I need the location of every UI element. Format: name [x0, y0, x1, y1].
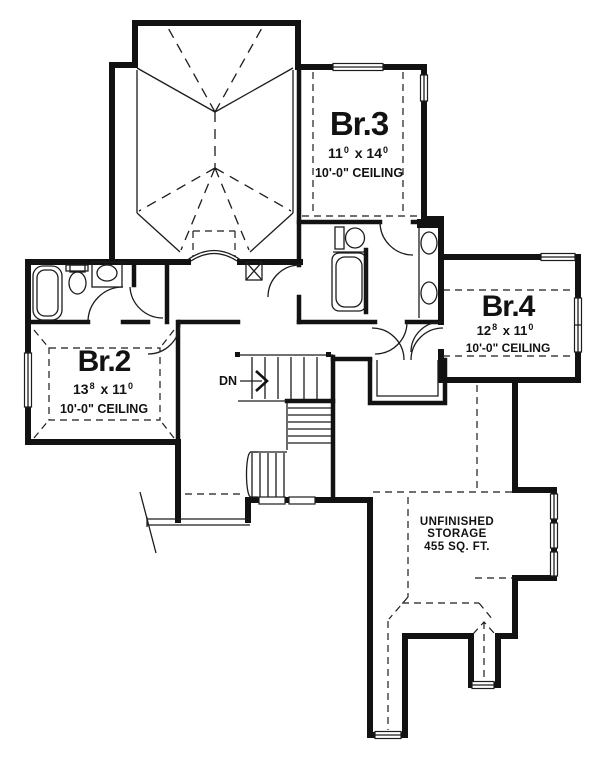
- vanity-sink: [420, 231, 438, 255]
- bedroom-2-dimensions: 138 x 110: [73, 381, 133, 397]
- window: [332, 62, 384, 72]
- stairs-down-label: DN: [218, 374, 238, 388]
- wall-segment: [245, 377, 557, 738]
- br4-tray-dashes: [443, 289, 576, 357]
- bathtub: [331, 252, 367, 312]
- bedroom-3-ceiling: 10'-0" CEILING: [314, 166, 404, 180]
- door-arc: [379, 221, 414, 256]
- door-arc: [410, 327, 444, 361]
- exterior-walls: [25, 20, 581, 738]
- vaulted-ceiling-lines: [136, 25, 294, 253]
- staircase: [139, 352, 333, 554]
- door-swings: [87, 221, 444, 361]
- toilet: [334, 226, 366, 250]
- window: [549, 493, 559, 520]
- roof-ledge-line: [146, 517, 250, 527]
- bedroom-3-dimensions: 110 x 140: [328, 145, 388, 161]
- stair-treads-upper: [251, 357, 318, 399]
- wall-panel: [288, 496, 316, 505]
- storage-label-line2: STORAGE: [427, 528, 487, 540]
- door-arc: [147, 321, 181, 355]
- bedroom-3-name: Br.3: [329, 105, 389, 142]
- window: [374, 730, 402, 740]
- wall-segment: [25, 259, 191, 523]
- door-arc: [410, 321, 442, 353]
- stair-post: [326, 352, 331, 357]
- stair-rail-line: [250, 403, 288, 453]
- break-line: [139, 491, 157, 554]
- window: [549, 551, 559, 577]
- closet-walls: [367, 357, 448, 406]
- bedroom-4-ceiling: 10'-0" CEILING: [465, 341, 551, 355]
- br3-tray-dashes: [302, 72, 422, 217]
- door-arc: [374, 321, 408, 355]
- stair-treads-middle: [288, 407, 331, 444]
- storage-outline-dashed: [185, 385, 514, 730]
- stair-post: [235, 352, 240, 357]
- window: [573, 297, 583, 353]
- windows: [23, 62, 583, 740]
- ceiling-break-dashed-lines: [33, 72, 576, 439]
- bedroom-4-dimensions: 128 x 110: [476, 322, 534, 338]
- bedroom-4-name: Br.4: [481, 290, 536, 323]
- door-arc: [87, 286, 124, 323]
- chase-x-mark: [245, 261, 263, 281]
- wall-panel: [258, 496, 286, 505]
- window: [23, 352, 33, 408]
- dn-arrow-head: [255, 370, 269, 392]
- toilet: [68, 264, 87, 295]
- arched-opening: [185, 230, 243, 262]
- sink: [91, 261, 123, 288]
- vanity-sink: [420, 281, 438, 305]
- bath-fixtures: [32, 226, 438, 321]
- storage-label-line1: UNFINISHED: [419, 516, 495, 528]
- bedroom-2-name: Br.2: [77, 345, 132, 378]
- wall-segment: [109, 62, 138, 265]
- window: [549, 522, 559, 549]
- window: [419, 74, 429, 102]
- wall-corner-block: [417, 219, 441, 228]
- stair-treads-lower: [251, 453, 285, 497]
- door-arc: [129, 286, 164, 319]
- bathtub: [32, 265, 63, 321]
- window: [471, 680, 495, 690]
- storage-label-line3: 455 SQ. FT.: [424, 541, 490, 553]
- bedroom-2-ceiling: 10'-0" CEILING: [59, 402, 149, 416]
- window: [540, 252, 576, 262]
- chase-box: [245, 261, 263, 281]
- door-arc: [371, 327, 405, 361]
- closet-inner-line: [376, 360, 439, 397]
- door-arc: [267, 264, 301, 298]
- br2-tray-dashes: [33, 329, 175, 439]
- stair-newel-curve: [245, 451, 258, 498]
